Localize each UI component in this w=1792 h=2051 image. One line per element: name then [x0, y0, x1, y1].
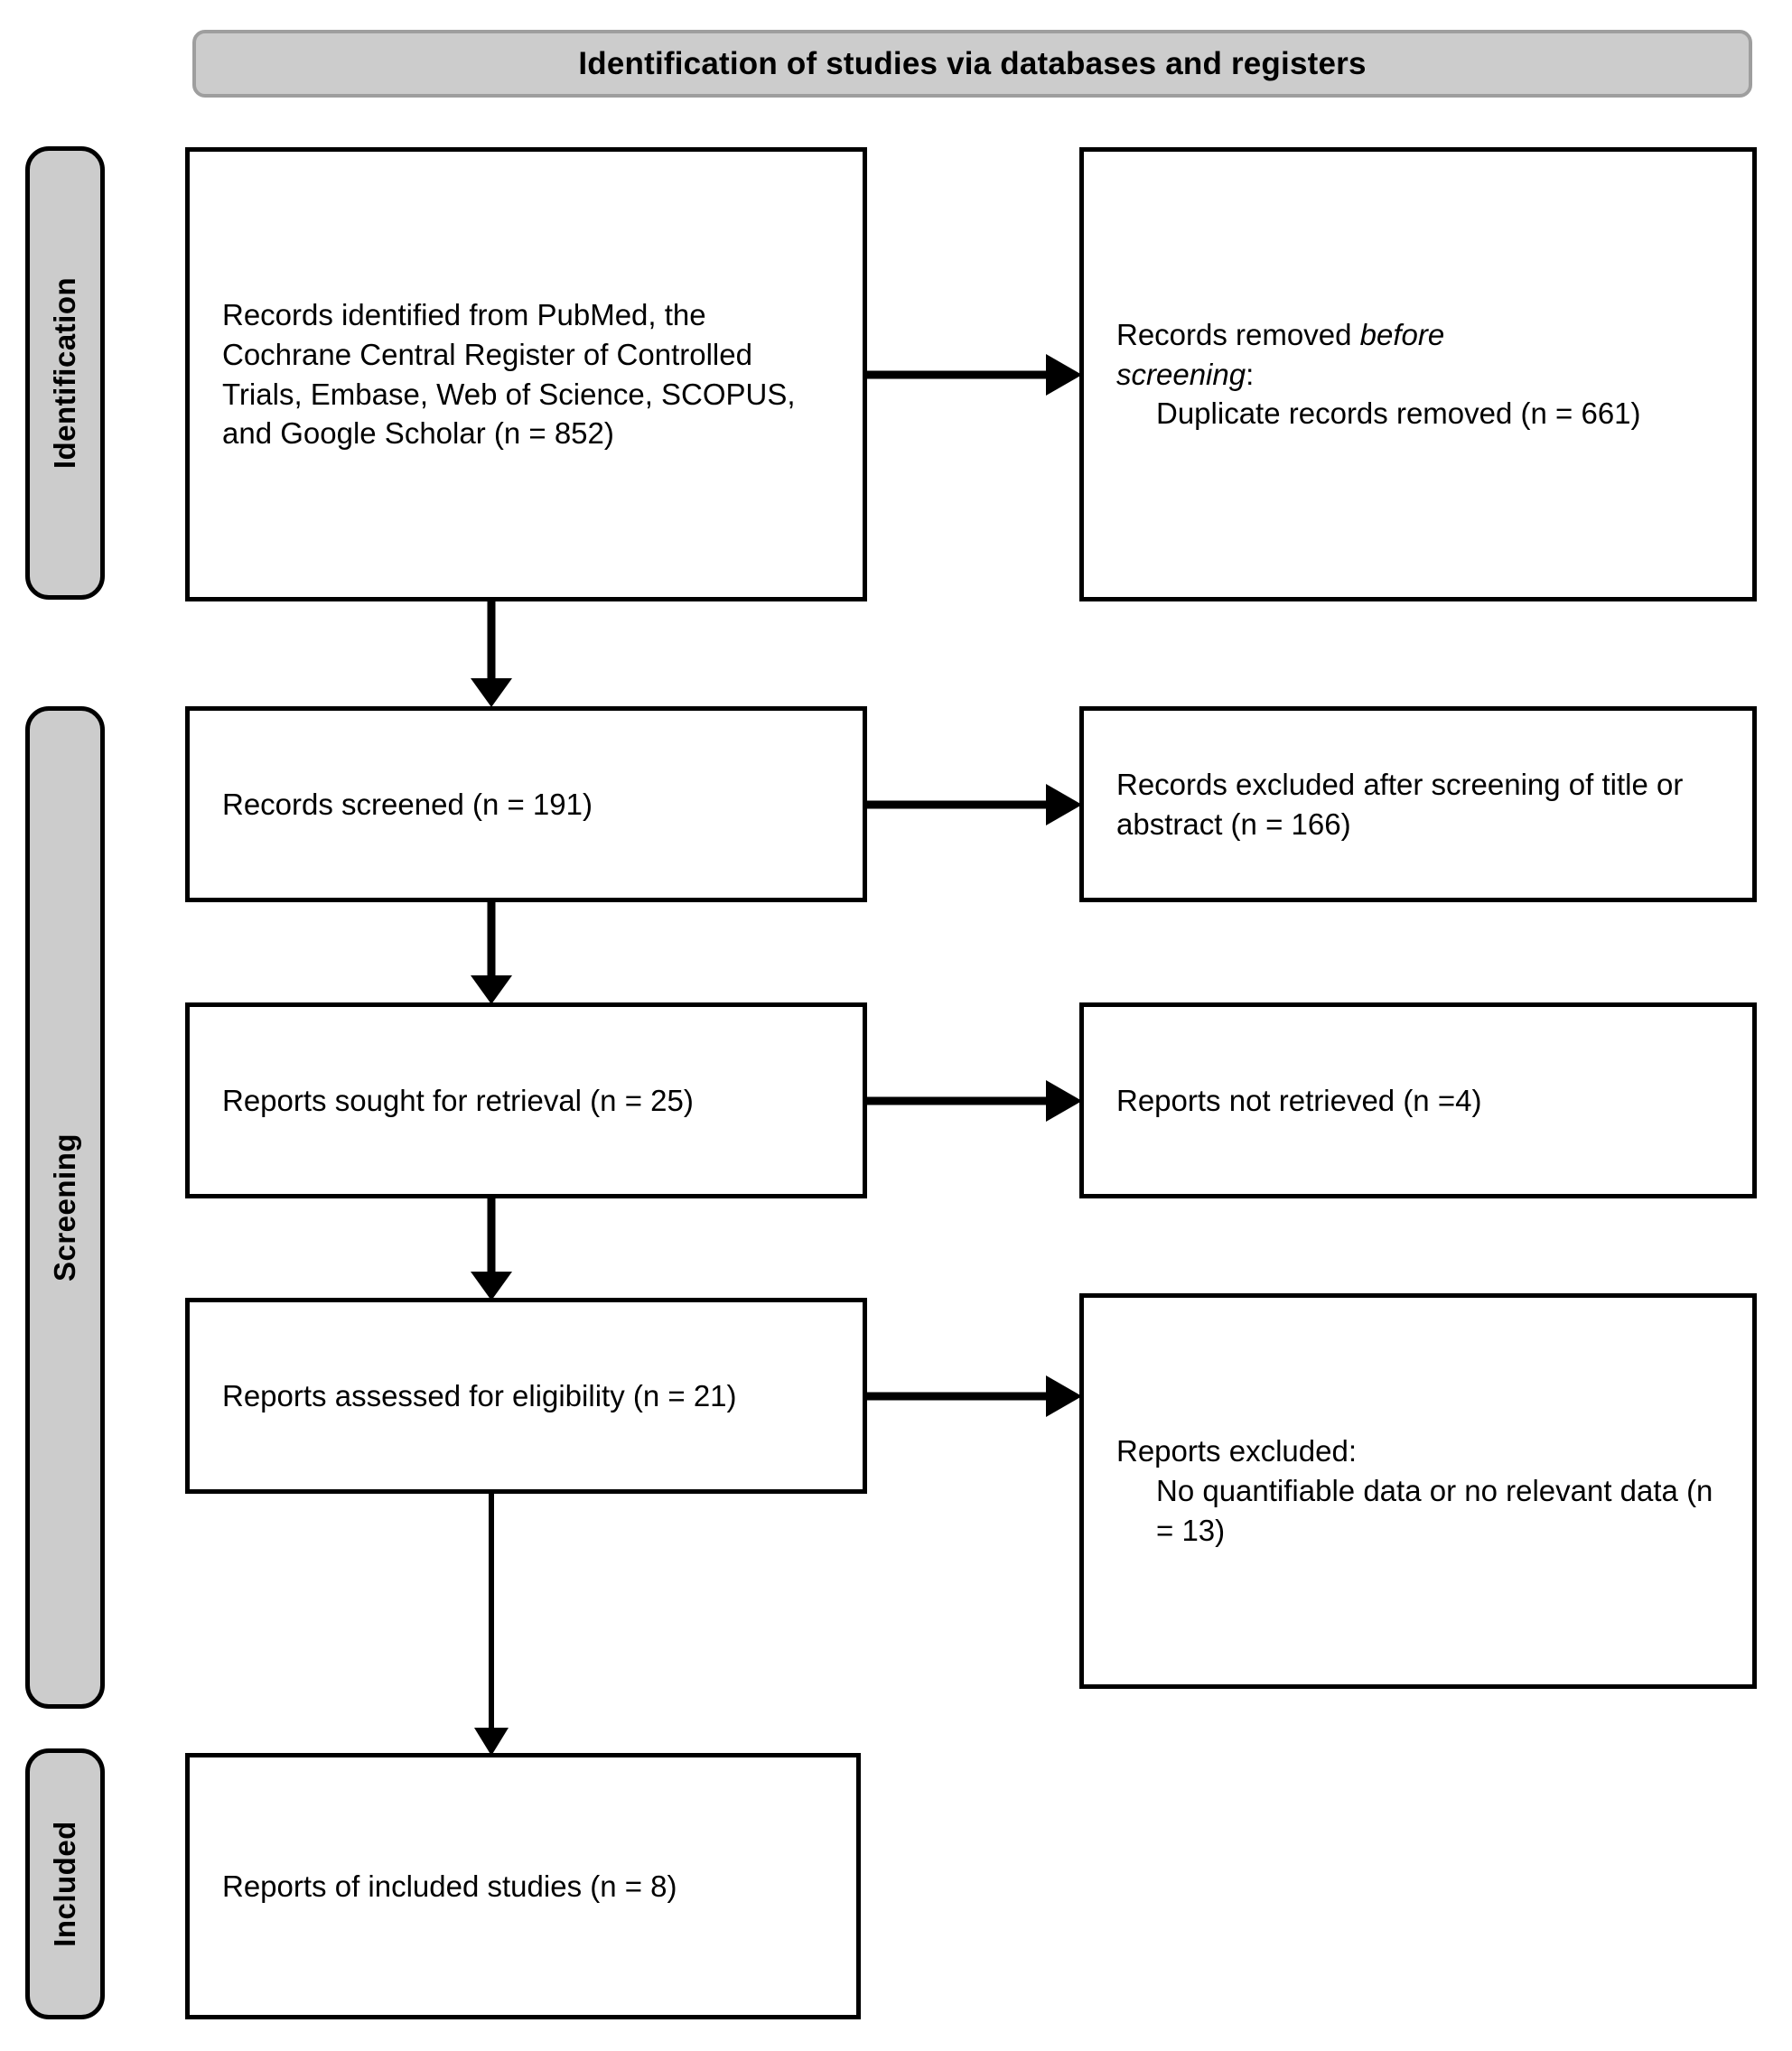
box-records-removed-before-screening: Records removed before screening: Duplicat… — [1079, 147, 1757, 601]
arrow-screened-to-excluded — [867, 778, 1084, 832]
stage-label-identification-text: Identification — [48, 276, 81, 470]
records-removed-prefix: Records removed — [1116, 317, 1360, 351]
records-removed-duplicates: Duplicate records removed (n = 661) — [1156, 396, 1641, 431]
records-removed-italic-before: before — [1359, 317, 1445, 351]
stage-label-screening-text: Screening — [48, 1133, 81, 1282]
arrow-screened-to-sought — [463, 900, 519, 1006]
diagram-header-banner: Identification of studies via databases … — [192, 30, 1752, 98]
arrow-assessed-to-included — [463, 1491, 519, 1757]
stage-label-included-text: Included — [48, 1821, 81, 1947]
box-records-excluded-text: Records excluded after screening of titl… — [1116, 767, 1684, 841]
box-records-removed-text: Records removed before screening: Duplicat… — [1084, 315, 1752, 434]
box-reports-excluded: Reports excluded: No quantifiable data or… — [1079, 1293, 1757, 1689]
box-reports-assessed-for-eligibility: Reports assessed for eligibility (n = 21… — [185, 1298, 867, 1494]
box-records-screened: Records screened (n = 191) — [185, 706, 867, 902]
stage-label-screening: Screening — [25, 706, 105, 1709]
box-reports-of-included-studies: Reports of included studies (n = 8) — [185, 1753, 861, 2019]
arrow-sought-to-assessed — [463, 1196, 519, 1302]
box-records-identified: Records identified from PubMed, the Coch… — [185, 147, 867, 601]
arrow-identified-to-removed — [867, 348, 1084, 402]
box-reports-not-retrieved: Reports not retrieved (n =4) — [1079, 1002, 1757, 1198]
diagram-title: Identification of studies via databases … — [578, 45, 1367, 81]
box-records-excluded-after-screening: Records excluded after screening of titl… — [1079, 706, 1757, 902]
box-records-identified-text: Records identified from PubMed, the Coch… — [222, 297, 796, 451]
box-reports-excluded-detail-text: Reports excluded: No quantifiable data or… — [1084, 1431, 1752, 1551]
box-reports-not-retrieved-text: Reports not retrieved (n =4) — [1116, 1083, 1482, 1117]
box-reports-sought-text: Reports sought for retrieval (n = 25) — [222, 1083, 694, 1117]
box-reports-assessed-text: Reports assessed for eligibility (n = 21… — [222, 1378, 737, 1412]
records-removed-colon: : — [1246, 357, 1255, 391]
reports-excluded-heading: Reports excluded: — [1116, 1434, 1357, 1468]
arrow-assessed-to-reports-excluded — [867, 1369, 1084, 1423]
stage-label-included: Included — [25, 1748, 105, 2019]
stage-label-identification: Identification — [25, 146, 105, 600]
box-records-screened-text: Records screened (n = 191) — [222, 787, 593, 821]
arrow-sought-to-not-retrieved — [867, 1074, 1084, 1128]
arrow-identified-to-screened — [463, 599, 519, 709]
reports-excluded-reason: No quantifiable data or no relevant data… — [1156, 1474, 1713, 1547]
records-removed-italic-screening: screening — [1116, 357, 1246, 391]
box-included-studies-text: Reports of included studies (n = 8) — [222, 1869, 677, 1903]
box-reports-sought-for-retrieval: Reports sought for retrieval (n = 25) — [185, 1002, 867, 1198]
